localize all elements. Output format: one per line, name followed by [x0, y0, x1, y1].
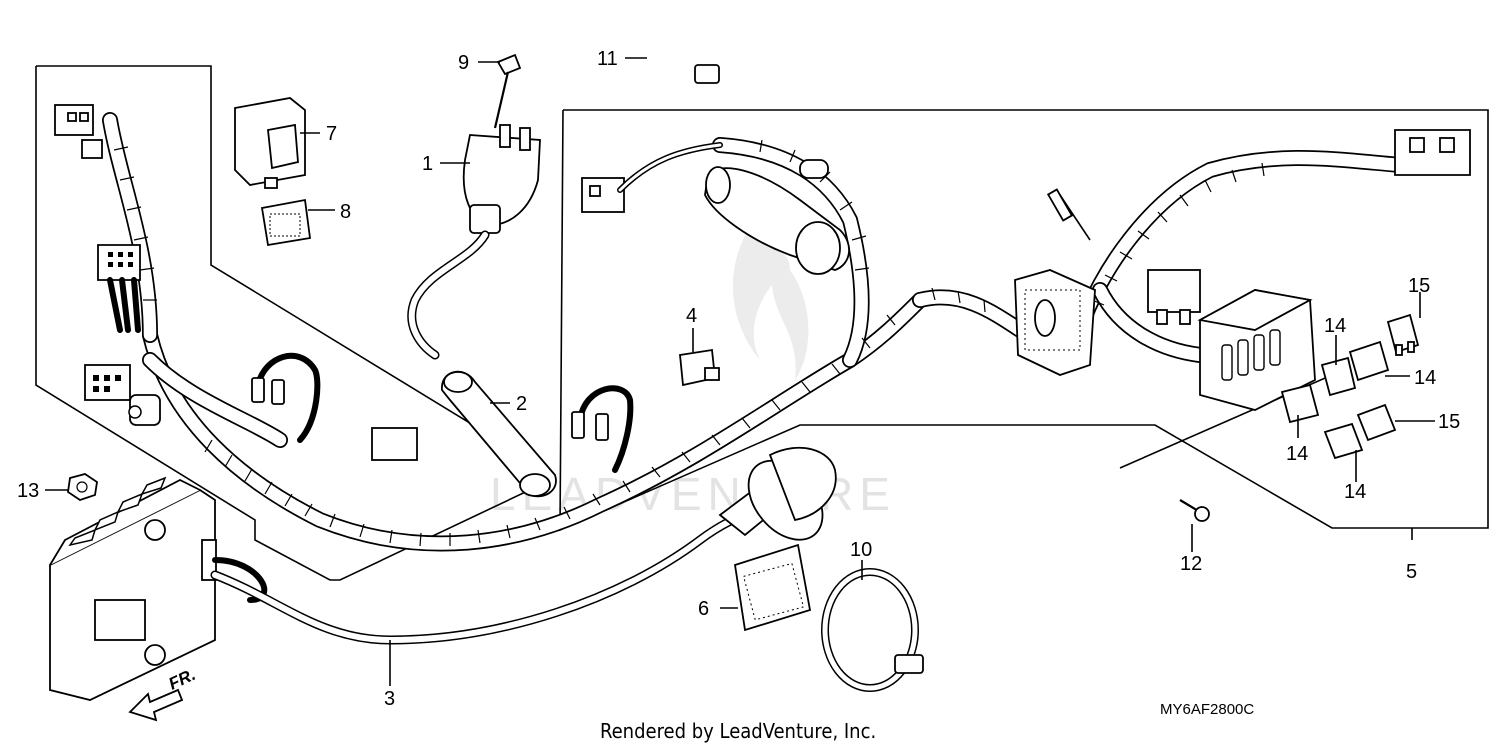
harness-connector-lower-left: [84, 364, 131, 401]
callout-12: 12: [1180, 553, 1202, 575]
screw-small: [1179, 499, 1210, 522]
spark-plug-cap: [441, 370, 557, 498]
relay-unit: [234, 97, 306, 189]
hose-clamp-bottom: [821, 568, 924, 692]
callout-6: 6: [698, 598, 709, 620]
fuses: [1280, 313, 1420, 460]
callout-11: 11: [597, 48, 618, 70]
spade-terminals-center: [571, 385, 634, 473]
screw: [493, 53, 522, 129]
harness-connector-right: [1147, 269, 1201, 313]
front-label: FR.: [166, 665, 199, 694]
front-arrow-icon: [128, 688, 184, 722]
callout-14-b: 14: [1414, 367, 1436, 389]
fuse-14-b: [1320, 356, 1357, 397]
harness-connector-center: [371, 427, 418, 461]
callout-9: 9: [458, 52, 469, 74]
hose-clamp-top: [643, 29, 720, 101]
fuse-15-top: [1386, 313, 1420, 356]
nut: [67, 473, 98, 501]
callout-15-b: 15: [1438, 411, 1460, 433]
main-wire-harness: [54, 104, 1471, 552]
harness-plug-small: [81, 139, 103, 159]
cushion-pad: [733, 543, 812, 632]
starter-relay: [679, 348, 720, 387]
credit-line: Rendered by LeadVenture, Inc.: [600, 719, 876, 743]
callout-13: 13: [17, 480, 39, 502]
watermark-flame-icon: [732, 230, 809, 380]
callout-5: 5: [1406, 561, 1417, 583]
callout-8: 8: [340, 201, 351, 223]
fuse-14-c: [1280, 383, 1320, 424]
callout-10: 10: [850, 539, 872, 561]
drawing-code: MY6AF2800C: [1160, 701, 1254, 718]
spade-terminals-left: [251, 352, 321, 443]
harness-sensor-lead: [1046, 188, 1074, 222]
callout-3: 3: [384, 688, 395, 710]
callout-14-d: 14: [1344, 481, 1366, 503]
callouts: 1 2 3 4 5 6 7 8 9 10 11 12 13 14 14 14 1…: [17, 48, 1460, 710]
regulator-rectifier: [49, 476, 268, 701]
connector-bracket: [1014, 269, 1096, 376]
small-connector: [260, 198, 312, 247]
callout-15-a: 15: [1408, 275, 1430, 297]
ignition-coil: [704, 159, 850, 275]
callout-2: 2: [516, 393, 527, 415]
callout-14-c: 14: [1286, 443, 1308, 465]
leader-lines: [45, 57, 1435, 686]
callout-7: 7: [326, 123, 337, 145]
fuse-box: [1197, 289, 1316, 411]
callout-1: 1: [422, 153, 433, 175]
fuse-14-d: [1323, 422, 1364, 460]
callout-4: 4: [686, 305, 697, 327]
harness-connector-top-center: [581, 177, 625, 213]
callout-14-a: 14: [1324, 315, 1346, 337]
fuse-15-bottom: [1356, 403, 1397, 442]
fuse-14-a: [1348, 340, 1390, 382]
battery-cable: [210, 446, 837, 645]
left-group-outline: [35, 65, 556, 581]
ignition-switch: [407, 124, 541, 360]
harness-connector-far-right: [1394, 129, 1471, 176]
